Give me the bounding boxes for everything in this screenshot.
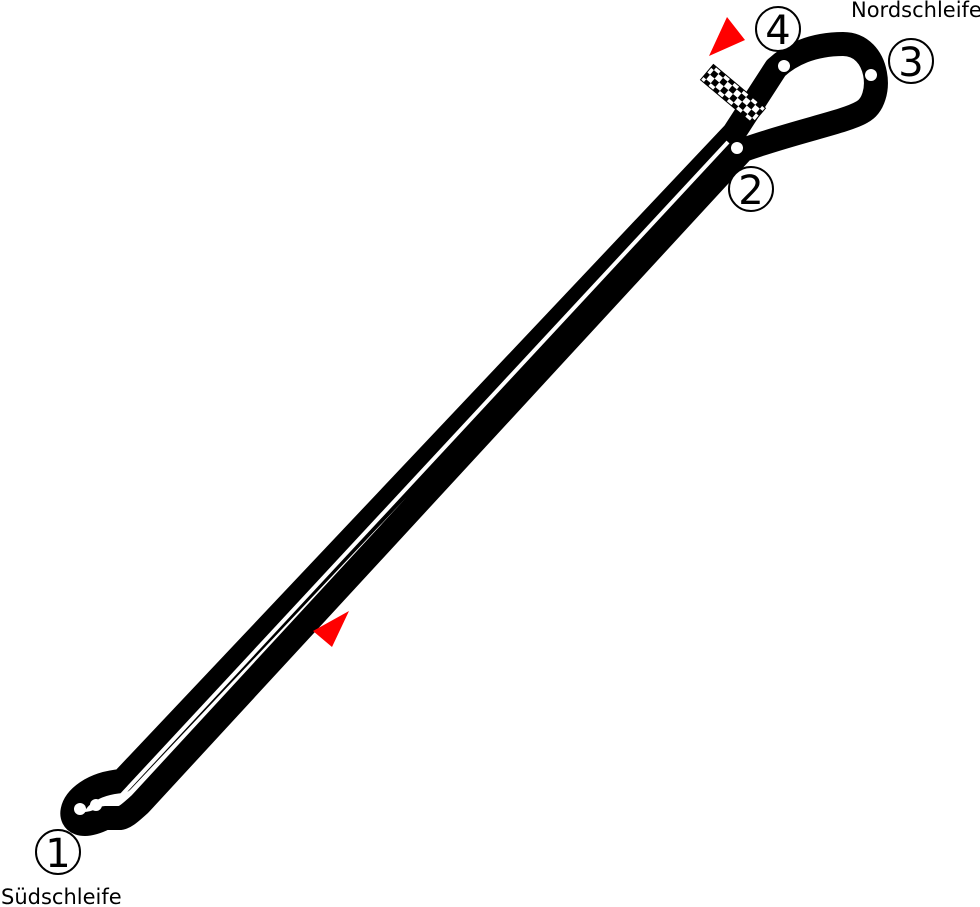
- suedschleife-label: Südschleife: [1, 885, 122, 907]
- corner-dot-4: [778, 60, 790, 72]
- corner-number: 2: [738, 168, 763, 214]
- corner-label-1: 1: [35, 829, 81, 877]
- corner-label-2: 2: [728, 166, 774, 214]
- corner-dot-1: [74, 803, 86, 815]
- corner-dot-1b: [90, 799, 102, 811]
- corner-dot-2: [731, 142, 743, 154]
- corner-label-3: 3: [888, 38, 934, 86]
- track-gap-line: [115, 140, 730, 802]
- corner-number: 3: [898, 40, 923, 86]
- direction-arrow-icon: [709, 17, 745, 56]
- corner-label-4: 4: [755, 6, 801, 54]
- nordschleife-label: Nordschleife: [851, 0, 980, 22]
- corner-number: 4: [765, 8, 790, 54]
- track-outline: [60, 32, 888, 836]
- direction-arrow-icon: [313, 611, 349, 647]
- finish-line-icon: [699, 63, 767, 125]
- corner-number: 1: [45, 831, 70, 877]
- corner-dot-3: [865, 69, 877, 81]
